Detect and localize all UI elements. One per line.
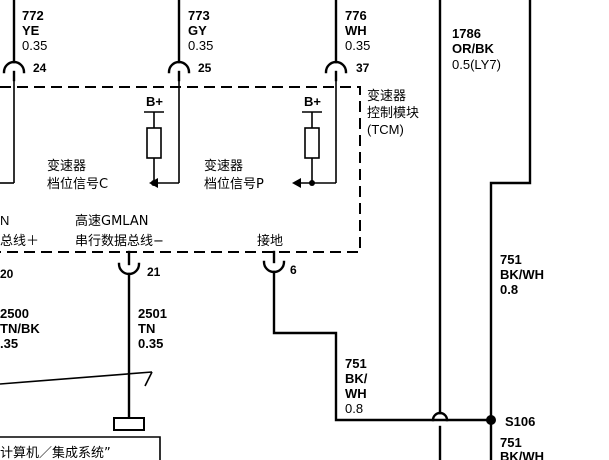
splice-dot	[486, 415, 496, 425]
pin-37: 37	[356, 61, 370, 75]
wire-751-right: 751 BK/WH 0.8 S106 751 BK/WH	[486, 0, 544, 460]
wire-776-number: 776	[345, 8, 367, 23]
bus-center-line2: 串行数据总线−	[75, 234, 164, 249]
wire-751-left-color-a: BK/	[345, 371, 368, 386]
wire-1786-number: 1786	[452, 26, 481, 41]
pin-25: 25	[198, 61, 212, 75]
signal-p-line2: 档位信号P	[204, 177, 264, 192]
pin-20-connector: 20	[0, 267, 14, 281]
wire-773: 773 GY 0.35 25	[167, 0, 213, 82]
wire-751-right-number: 751	[500, 252, 522, 267]
tcm-title-line2: 控制模块	[367, 106, 419, 121]
bottom-module-box: 计算机／集成系统”	[0, 417, 161, 460]
pullup-resistor-2: B+	[302, 94, 322, 186]
wire-2500-gauge: .35	[0, 336, 18, 351]
bus-left-line2: 总线＋	[0, 234, 39, 249]
pin-6: 6	[290, 263, 297, 277]
wire-772-number: 772	[22, 8, 44, 23]
wire-2501: 21 2501 TN 0.35	[117, 250, 167, 420]
tcm-internal-wiring	[0, 80, 337, 188]
pin-21: 21	[147, 265, 161, 279]
bus-left-line1: N	[0, 213, 9, 228]
wire-772-color: YE	[22, 23, 40, 38]
signal-p-line1: 变速器	[204, 158, 243, 174]
wire-1786: 1786 OR/BK 0.5(LY7)	[431, 0, 501, 460]
pin-20: 20	[0, 267, 14, 281]
signal-c-line2: 档位信号C	[47, 177, 108, 192]
wire-2501-gauge: 0.35	[138, 336, 163, 351]
wire-2500: 2500 TN/BK .35	[0, 306, 153, 387]
wire-751-ground: 6 751 BK/ WH 0.8	[262, 250, 493, 422]
tcm-title-line3: (TCM)	[367, 122, 404, 137]
pin-24: 24	[33, 61, 47, 75]
tcm-module-box: 变速器 控制模块 (TCM)	[0, 86, 419, 253]
wire-772-gauge: 0.35	[22, 38, 47, 53]
wire-1786-color: OR/BK	[452, 41, 495, 56]
tcm-title-line1: 变速器	[367, 88, 406, 104]
signal-c-line1: 变速器	[47, 158, 86, 174]
wire-751-left-gauge: 0.8	[345, 401, 363, 416]
wire-2501-number: 2501	[138, 306, 167, 321]
wire-2501-color: TN	[138, 321, 155, 336]
bplus-label-2: B+	[304, 94, 321, 109]
wire-776-gauge: 0.35	[345, 38, 370, 53]
pullup-resistor-1: B+	[144, 94, 164, 186]
wire-751-bottom-color: BK/WH	[500, 449, 544, 460]
wire-751-bottom-number: 751	[500, 435, 522, 450]
wire-1786-gauge: 0.5(LY7)	[452, 57, 501, 72]
bus-center-line1: 高速GMLAN	[75, 213, 148, 229]
wire-772: 772 YE 0.35 24	[2, 0, 47, 82]
wire-751-left-number: 751	[345, 356, 367, 371]
ground-label: 接地	[257, 233, 283, 249]
wire-776-color: WH	[345, 23, 367, 38]
wire-776: 776 WH 0.35 37	[324, 0, 370, 82]
wire-2500-color: TN/BK	[0, 321, 40, 336]
wire-2500-number: 2500	[0, 306, 29, 321]
wire-773-color: GY	[188, 23, 207, 38]
splice-s106: S106	[505, 414, 535, 429]
wire-751-left-color-b: WH	[345, 386, 367, 401]
bplus-label-1: B+	[146, 94, 163, 109]
bottom-module-label: 计算机／集成系统”	[0, 445, 111, 460]
wire-751-right-color: BK/WH	[500, 267, 544, 282]
wire-773-number: 773	[188, 8, 210, 23]
wire-751-right-gauge: 0.8	[500, 282, 518, 297]
wire-773-gauge: 0.35	[188, 38, 213, 53]
